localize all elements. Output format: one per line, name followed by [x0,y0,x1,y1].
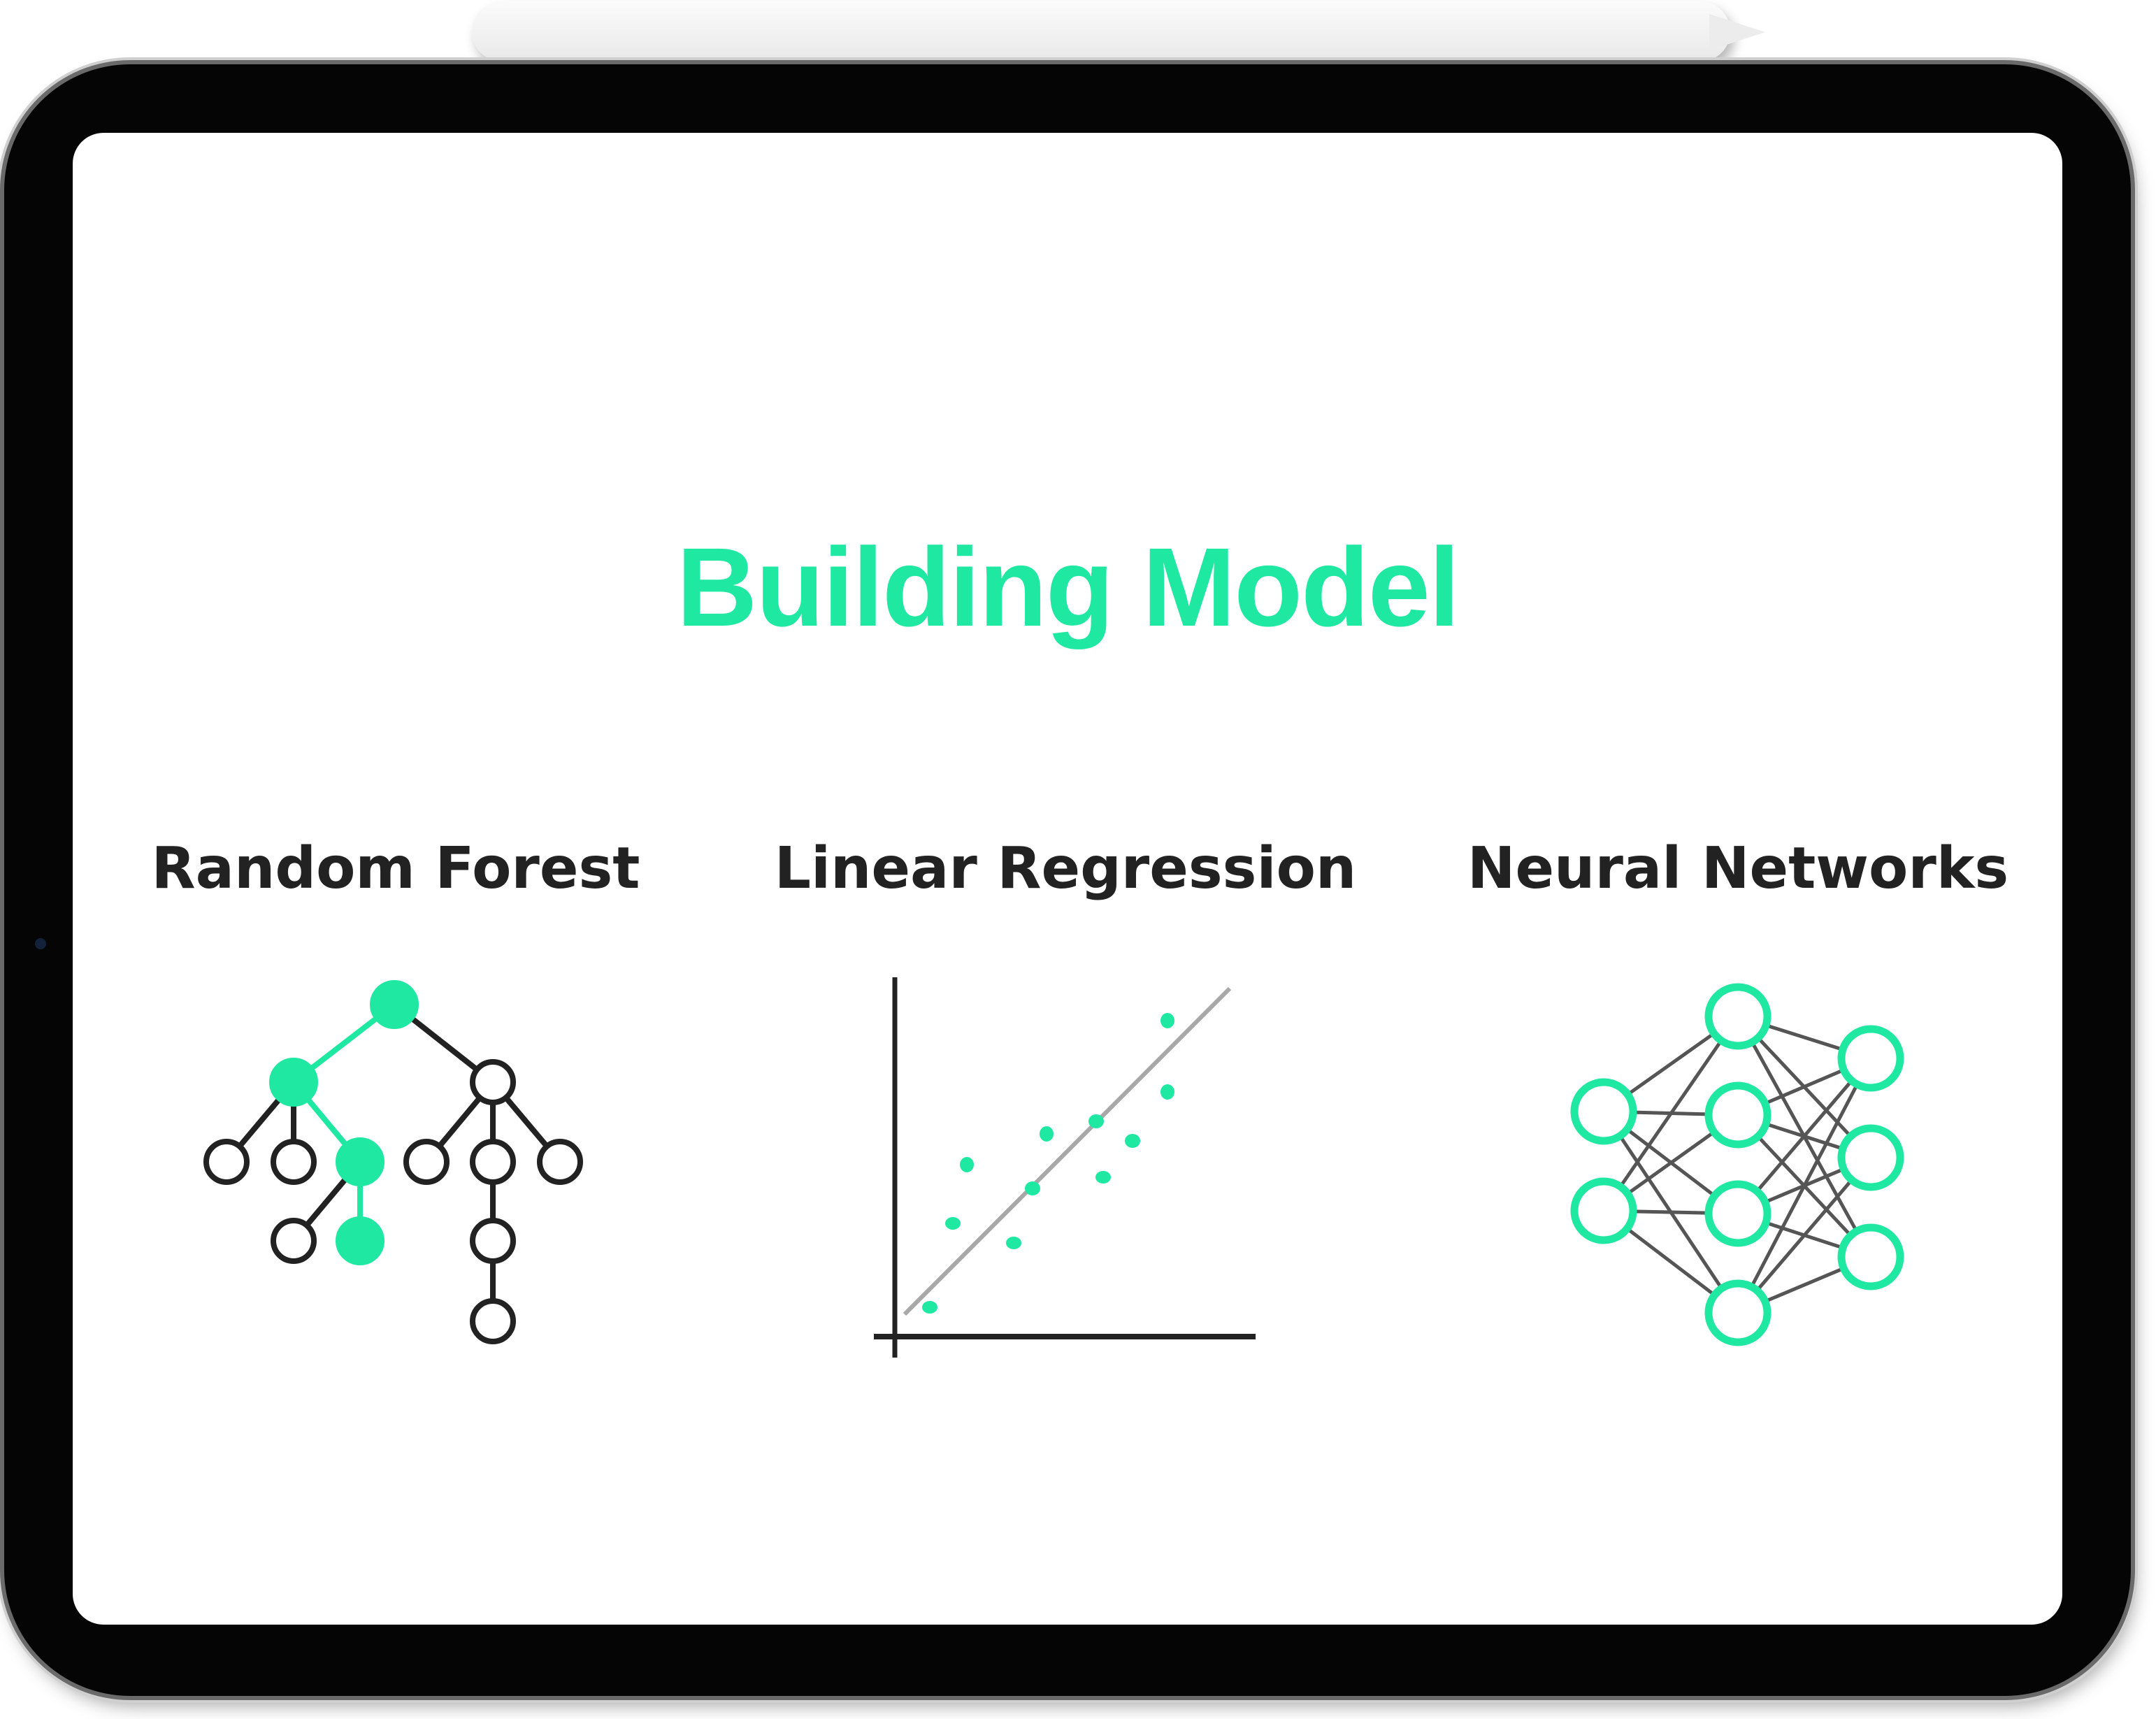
camera-icon [35,938,46,949]
neural-networks-label: Neural Networks [1467,835,2009,902]
linear-regression-icon [874,977,1256,1358]
slide-title: Building Model [676,524,1460,649]
linear-regression-label: Linear Regression [774,835,1357,902]
stylus-tip [1709,14,1765,50]
decision-tree-icon [203,980,583,1344]
random-forest-label: Random Forest [151,835,640,902]
neural-network-icon [1570,983,1904,1346]
diagram-canvas [203,977,1904,1358]
stylus-pencil [472,1,1730,62]
tablet-screen: Building Model Random Forest Linear Regr… [73,133,2062,1625]
